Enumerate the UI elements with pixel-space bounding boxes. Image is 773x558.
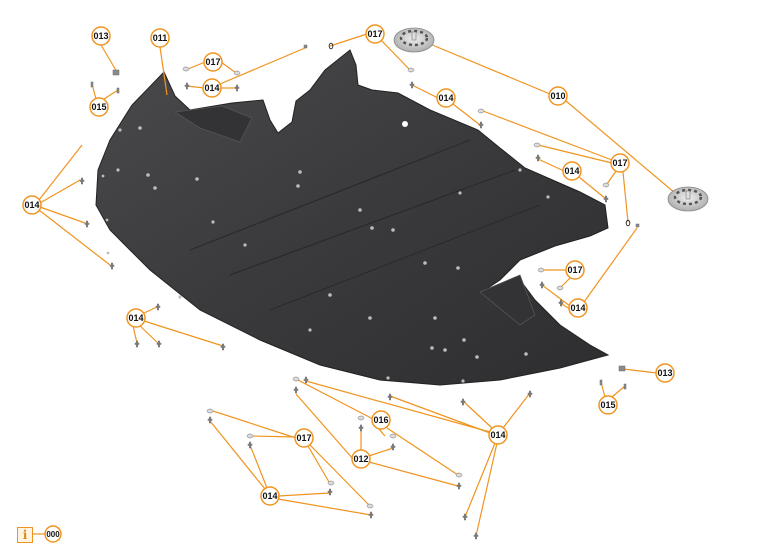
callout-012[interactable]: 012 <box>351 449 371 469</box>
svg-text:017: 017 <box>367 29 382 39</box>
callout-017[interactable]: 017 <box>565 260 585 280</box>
callout-016[interactable]: 016 <box>371 410 391 430</box>
svg-text:015: 015 <box>600 400 615 410</box>
callout-014[interactable]: 014 <box>436 88 456 108</box>
washer-icon <box>206 408 214 414</box>
callout-011[interactable]: 011 <box>150 28 170 48</box>
svg-text:017: 017 <box>296 433 311 443</box>
svg-text:014: 014 <box>490 430 505 440</box>
washer-icon <box>246 433 254 439</box>
clip-nut-icon <box>112 69 120 76</box>
callouts: 013 011 017 014 015 017 014 010 017 014 … <box>22 24 675 543</box>
svg-text:012: 012 <box>353 454 368 464</box>
callout-010[interactable]: 010 <box>548 86 568 106</box>
washer-icon <box>556 285 564 291</box>
svg-text:013: 013 <box>657 368 672 378</box>
washer-icon <box>533 142 541 148</box>
svg-text:014: 014 <box>262 491 277 501</box>
leader-lines <box>31 33 676 537</box>
ring-icon <box>625 219 631 227</box>
screw-icon <box>79 44 640 540</box>
svg-text:016: 016 <box>373 415 388 425</box>
grommet-disc-right <box>667 186 709 212</box>
svg-text:014: 014 <box>564 166 579 176</box>
underbody-shield-panel <box>95 49 610 386</box>
clip-nut-icon <box>618 365 626 372</box>
callout-014[interactable]: 014 <box>568 298 588 318</box>
callout-017[interactable]: 017 <box>203 52 223 72</box>
svg-text:013: 013 <box>93 31 108 41</box>
svg-text:014: 014 <box>204 83 219 93</box>
callout-017[interactable]: 017 <box>365 24 385 44</box>
washer-icon <box>407 67 415 73</box>
fasteners <box>79 42 640 540</box>
callout-017[interactable]: 017 <box>294 428 314 448</box>
callout-014[interactable]: 014 <box>202 78 222 98</box>
svg-text:014: 014 <box>24 200 39 210</box>
svg-text:017: 017 <box>612 158 627 168</box>
svg-text:014: 014 <box>438 93 453 103</box>
washer-icon <box>292 376 300 382</box>
washer-icon <box>389 433 397 439</box>
callout-000[interactable]: 000 <box>44 525 62 543</box>
svg-text:014: 014 <box>128 313 143 323</box>
washer-icon <box>327 480 335 486</box>
washer-icon <box>357 415 365 421</box>
washer-icon <box>233 70 241 76</box>
washer-icon <box>366 503 374 509</box>
callout-014[interactable]: 014 <box>260 486 280 506</box>
callout-017[interactable]: 017 <box>610 153 630 173</box>
washer-icon <box>537 267 545 273</box>
callout-013[interactable]: 013 <box>91 26 111 46</box>
ring-icon <box>328 42 334 50</box>
callout-015[interactable]: 015 <box>89 97 109 117</box>
callout-014[interactable]: 014 <box>488 425 508 445</box>
callout-014[interactable]: 014 <box>22 195 42 215</box>
callout-013[interactable]: 013 <box>655 363 675 383</box>
washer-icon <box>602 182 610 188</box>
svg-text:010: 010 <box>550 91 565 101</box>
callout-014[interactable]: 014 <box>126 308 146 328</box>
svg-text:017: 017 <box>567 265 582 275</box>
callout-014[interactable]: 014 <box>562 161 582 181</box>
washer-icon <box>477 108 485 114</box>
washer-icon <box>182 66 190 72</box>
info-icon: i <box>22 528 28 542</box>
svg-text:014: 014 <box>570 303 585 313</box>
grommet-disc-top <box>393 27 435 53</box>
svg-text:015: 015 <box>91 102 106 112</box>
svg-text:017: 017 <box>205 57 220 67</box>
washer-icon <box>455 472 463 478</box>
info-button[interactable]: i <box>17 527 33 543</box>
svg-text:000: 000 <box>46 530 60 539</box>
callout-015[interactable]: 015 <box>598 395 618 415</box>
svg-text:011: 011 <box>153 33 168 43</box>
